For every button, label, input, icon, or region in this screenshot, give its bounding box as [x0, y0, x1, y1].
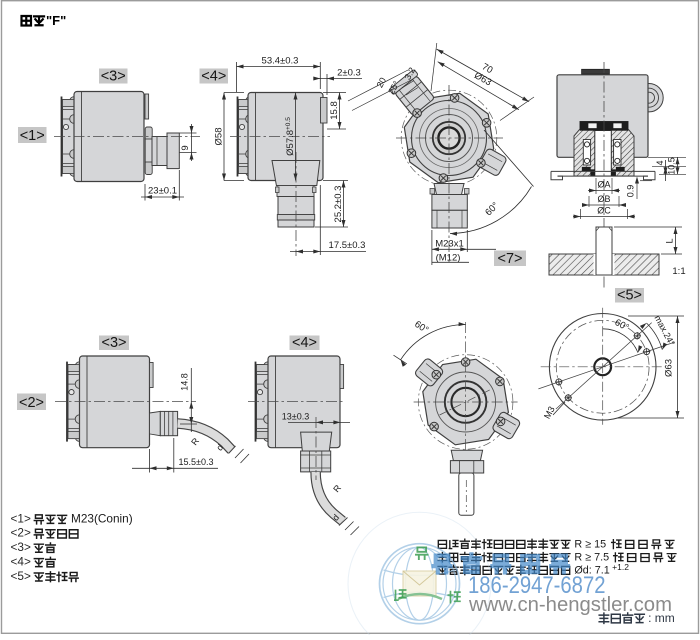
- svg-text:R ≥ 7.5: R ≥ 7.5: [574, 552, 609, 564]
- svg-text:70: 70: [480, 61, 495, 76]
- svg-text:<1>: <1>: [20, 128, 45, 144]
- svg-text:L: L: [665, 238, 675, 243]
- svg-text:<7>: <7>: [498, 251, 523, 267]
- svg-text:<3>: <3>: [11, 540, 31, 554]
- svg-text:<3>: <3>: [102, 335, 127, 351]
- svg-text:ØB: ØB: [597, 194, 610, 204]
- svg-text:4: 4: [655, 160, 665, 165]
- svg-text:Ø58: Ø58: [214, 128, 225, 146]
- svg-text:M23(Conin): M23(Conin): [71, 511, 133, 525]
- svg-text:<1>: <1>: [11, 511, 31, 525]
- svg-text:R ≥ 15: R ≥ 15: [574, 539, 606, 551]
- svg-text:d: d: [330, 512, 341, 522]
- svg-text:: mm: : mm: [648, 611, 675, 625]
- svg-text:ØA: ØA: [597, 180, 610, 190]
- svg-text:R: R: [189, 436, 201, 448]
- svg-text:23±0.1: 23±0.1: [148, 186, 177, 197]
- svg-text:13±0.3: 13±0.3: [282, 412, 309, 422]
- svg-text:(M12): (M12): [436, 252, 461, 263]
- svg-text:0.9: 0.9: [626, 185, 636, 198]
- svg-text:"F": "F": [46, 13, 66, 28]
- svg-text:<4>: <4>: [11, 555, 31, 569]
- svg-text:15.5±0.3: 15.5±0.3: [179, 457, 214, 467]
- svg-text:15.8: 15.8: [329, 101, 340, 120]
- svg-text:M23x1: M23x1: [435, 239, 464, 250]
- svg-text:Ø63: Ø63: [664, 359, 675, 377]
- svg-text:1:1: 1:1: [672, 266, 685, 277]
- svg-text:R: R: [331, 482, 343, 494]
- svg-text:<4>: <4>: [201, 69, 226, 85]
- svg-text:2±0.3: 2±0.3: [337, 68, 361, 79]
- svg-text:<5>: <5>: [617, 288, 642, 304]
- svg-text:<5>: <5>: [11, 569, 31, 583]
- svg-text:9: 9: [180, 145, 191, 150]
- svg-text:<4>: <4>: [292, 335, 317, 351]
- svg-text:53.4±0.3: 53.4±0.3: [262, 56, 299, 67]
- svg-text:14.8: 14.8: [180, 373, 190, 391]
- svg-text:20: 20: [375, 76, 389, 90]
- svg-text:Ø57.8+0.5: Ø57.8+0.5: [285, 117, 296, 156]
- svg-text:17.5±0.3: 17.5±0.3: [329, 240, 366, 251]
- svg-text:<2>: <2>: [19, 395, 44, 411]
- svg-text:186-2947-6872: 186-2947-6872: [468, 572, 606, 599]
- svg-text:www.cn-hengstler.com: www.cn-hengstler.com: [468, 594, 672, 616]
- svg-text:<3>: <3>: [101, 69, 126, 85]
- svg-text:d: d: [214, 442, 225, 452]
- svg-text:10.5: 10.5: [667, 157, 677, 175]
- svg-text:25.2±0.3: 25.2±0.3: [333, 186, 344, 223]
- svg-text:<2>: <2>: [11, 526, 31, 540]
- svg-text:ØC: ØC: [597, 206, 611, 216]
